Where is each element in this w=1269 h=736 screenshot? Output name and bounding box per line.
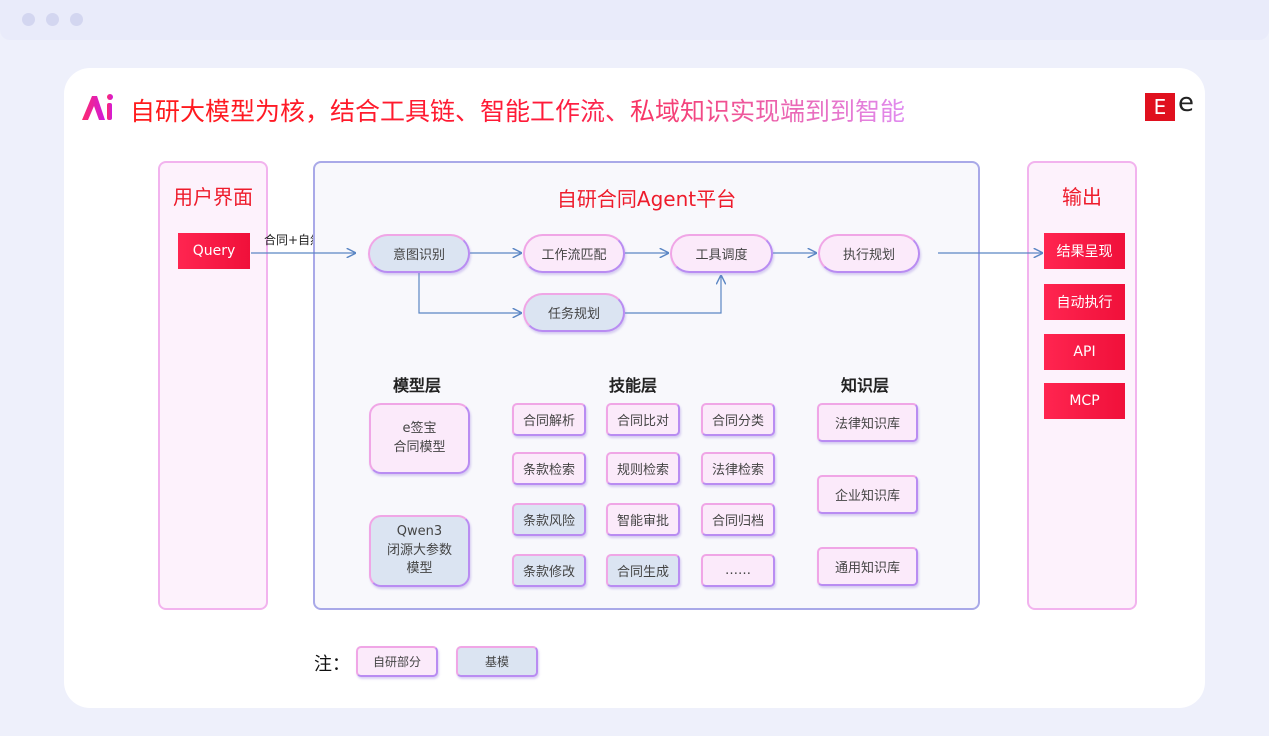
- page-title: 自研大模型为核，结合工具链、智能工作流、私域知识实现端到到智能: [130, 92, 905, 128]
- arrow: [418, 273, 521, 313]
- platform-title: 自研合同Agent平台: [556, 187, 737, 211]
- skill-item: 规则检索: [606, 452, 680, 485]
- skill-item: 条款检索: [512, 452, 586, 485]
- esign-logo: e: [1178, 88, 1194, 118]
- flow-node-exec: 执行规划: [818, 234, 920, 273]
- arrow: [625, 276, 721, 314]
- model-esign: e签宝 合同模型: [369, 403, 470, 474]
- skill-item: 条款风险: [512, 503, 586, 536]
- window-dot[interactable]: [46, 13, 59, 26]
- window-titlebar: [0, 0, 1269, 40]
- skill-item: 法律检索: [701, 452, 775, 485]
- window-dot[interactable]: [22, 13, 35, 26]
- legend-self: 自研部分: [356, 646, 438, 677]
- output-item: MCP: [1044, 383, 1125, 419]
- legend-label: 注：: [314, 654, 350, 675]
- flow-node-task: 任务规划: [523, 293, 625, 332]
- output-item: 自动执行: [1044, 284, 1125, 320]
- flow-node-tool: 工具调度: [670, 234, 773, 273]
- skill-item: ……: [701, 554, 775, 587]
- knowledge-item: 企业知识库: [817, 475, 918, 514]
- skill-item: 智能审批: [606, 503, 680, 536]
- output-item: API: [1044, 334, 1125, 370]
- skill-item: 合同解析: [512, 403, 586, 436]
- skill-layer-title: 技能层: [609, 376, 658, 395]
- window-dot[interactable]: [70, 13, 83, 26]
- output-item: 结果呈现: [1044, 233, 1125, 269]
- legend-base: 基模: [456, 646, 538, 677]
- knowledge-item: 法律知识库: [817, 403, 918, 442]
- esign-logo-icon: E: [1145, 93, 1175, 121]
- model-layer-title: 模型层: [393, 376, 442, 395]
- skill-item: 合同归档: [701, 503, 775, 536]
- model-qwen3: Qwen3 闭源大参数 模型: [369, 515, 470, 587]
- flow-node-workflow: 工作流匹配: [523, 234, 625, 273]
- skill-item: 条款修改: [512, 554, 586, 587]
- user-panel-title: 用户界面: [173, 185, 253, 209]
- flow-node-intent: 意图识别: [368, 234, 470, 273]
- query-node: Query: [178, 233, 250, 269]
- skill-item: 合同分类: [701, 403, 775, 436]
- skill-item: 合同比对: [606, 403, 680, 436]
- knowledge-item: 通用知识库: [817, 547, 918, 586]
- knowledge-layer-title: 知识层: [841, 376, 890, 395]
- ai-logo-icon: [82, 94, 113, 120]
- skill-item: 合同生成: [606, 554, 680, 587]
- output-title: 输出: [1062, 185, 1102, 209]
